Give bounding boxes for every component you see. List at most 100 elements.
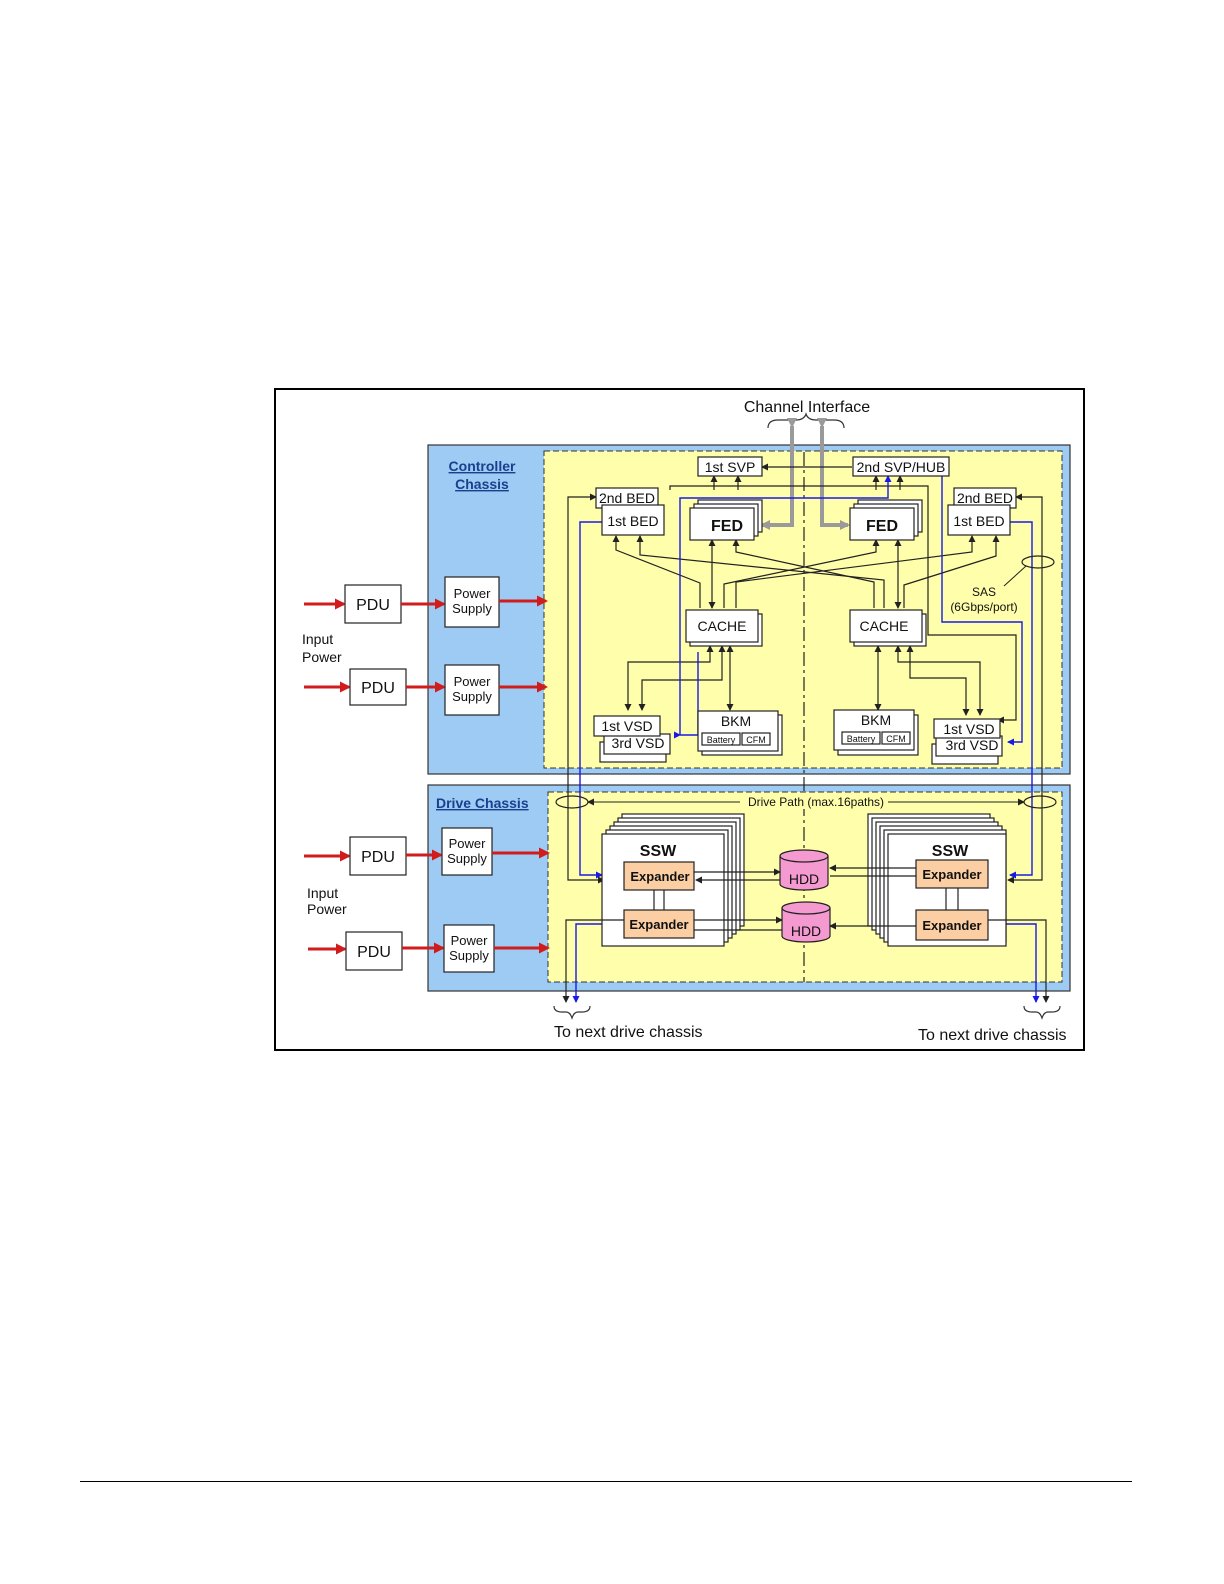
power-supply-label-2: Supply	[449, 948, 489, 963]
cfm-label: CFM	[746, 735, 766, 745]
expander-right-bottom: Expander	[915, 909, 989, 941]
controller-chassis-label-2: Chassis	[455, 476, 509, 492]
svg-text:1st SVP: 1st SVP	[705, 459, 756, 475]
fed-left: FED	[689, 499, 763, 541]
expander-left-bottom: Expander	[623, 909, 695, 939]
storage-architecture-diagram: Channel Interface Controller Chassis Dri…	[302, 399, 1071, 1044]
bkm-right: BKM Battery CFM	[833, 709, 919, 756]
bkm-left: BKM Battery CFM	[697, 710, 783, 756]
input-power-label: Input	[302, 631, 333, 647]
channel-interface-brace	[767, 412, 845, 429]
wire	[612, 535, 701, 608]
svp-2nd-hub: 2nd SVP/HUB	[852, 456, 950, 477]
svg-text:CACHE: CACHE	[859, 618, 908, 634]
battery-label: Battery	[847, 734, 876, 744]
hdd-top: HDD	[779, 849, 829, 891]
svg-text:CACHE: CACHE	[697, 618, 746, 634]
expander-right-top: Expander	[915, 859, 989, 889]
fed-right: FED	[849, 499, 923, 541]
bed-1st-left: 1st BED	[601, 504, 665, 536]
svg-text:HDD: HDD	[789, 871, 819, 887]
power-supply-label-2: Supply	[452, 601, 492, 616]
power-supply-label: Power	[454, 674, 492, 689]
hdd-bottom: HDD	[781, 901, 831, 943]
svg-text:SAS: SAS	[972, 585, 996, 599]
controller-chassis-label: Controller	[449, 458, 516, 474]
input-power-label-2: Power	[307, 901, 347, 917]
svg-text:1st VSD: 1st VSD	[943, 721, 994, 737]
diagram-frame: Channel Interface Controller Chassis Dri…	[274, 388, 1085, 1051]
wire	[1007, 493, 1043, 884]
svg-text:Expander: Expander	[922, 918, 981, 933]
wire	[906, 645, 970, 716]
cache-left: CACHE	[685, 609, 763, 647]
drive-chassis-label: Drive Chassis	[436, 795, 529, 811]
to-next-drive-chassis-left: To next drive chassis	[554, 1024, 703, 1041]
svg-text:FED: FED	[711, 518, 743, 535]
power-drive: PDU Power Supply Input Power PDU Power S…	[304, 827, 550, 973]
input-power-label-2: Power	[302, 649, 342, 665]
controller-wiring	[567, 463, 1043, 884]
next-chassis-links	[553, 919, 1061, 1020]
power-supply-label: Power	[454, 586, 492, 601]
power-supply-label-2: Supply	[447, 851, 487, 866]
power-supply-box	[441, 827, 493, 876]
cfm-label: CFM	[886, 734, 906, 744]
svg-text:1st VSD: 1st VSD	[601, 718, 652, 734]
wire	[679, 475, 892, 735]
hdd-links	[694, 864, 916, 931]
to-next-drive-chassis-right: To next drive chassis	[918, 1027, 1067, 1044]
svg-text:Expander: Expander	[922, 867, 981, 882]
wire	[941, 476, 1023, 746]
power-supply-label: Power	[451, 933, 489, 948]
pdu-label: PDU	[357, 944, 391, 961]
power-controller: PDU Power Supply Input Power PDU Power S…	[302, 576, 548, 716]
svg-text:1st BED: 1st BED	[953, 513, 1004, 529]
wire	[723, 539, 880, 608]
bed-2nd-left: 2nd BED	[595, 487, 659, 509]
wire	[1004, 518, 1033, 879]
svg-text:SSW: SSW	[640, 843, 677, 860]
svg-text:3rd VSD: 3rd VSD	[946, 737, 999, 753]
vsd-left: 3rd VSD 1st VSD	[593, 715, 671, 763]
svg-text:Expander: Expander	[630, 869, 689, 884]
svg-text:Expander: Expander	[629, 917, 688, 932]
wire	[903, 535, 1000, 608]
cache-right: CACHE	[849, 609, 927, 647]
pdu-box	[345, 931, 403, 971]
wire	[638, 645, 726, 711]
channel-link-left	[760, 418, 797, 530]
channel-link-right	[817, 418, 850, 530]
wire	[636, 535, 885, 608]
footer-rule	[80, 1481, 1132, 1482]
svp-1st: 1st SVP	[697, 456, 763, 477]
svg-text:HDD: HDD	[791, 923, 821, 939]
power-supply-box	[443, 924, 495, 973]
svg-text:2nd SVP/HUB: 2nd SVP/HUB	[857, 459, 946, 475]
bed-1st-right: 1st BED	[947, 504, 1011, 536]
input-power-label: Input	[307, 885, 338, 901]
wire	[567, 493, 605, 884]
svg-text:Drive Path (max.16paths): Drive Path (max.16paths)	[748, 795, 884, 809]
power-supply-box	[444, 576, 500, 628]
pdu-label: PDU	[361, 849, 395, 866]
svg-text:1st BED: 1st BED	[607, 513, 658, 529]
pdu-label: PDU	[356, 597, 390, 614]
wire	[669, 485, 1017, 724]
svg-text:2nd BED: 2nd BED	[957, 490, 1013, 506]
svg-text:BKM: BKM	[721, 713, 751, 729]
wire	[994, 923, 1040, 1003]
channel-interface-title: Channel Interface	[744, 399, 870, 416]
power-supply-label-2: Supply	[452, 689, 492, 704]
svg-text:SSW: SSW	[932, 843, 969, 860]
power-supply-box	[444, 664, 500, 716]
svg-text:BKM: BKM	[861, 712, 891, 728]
svg-text:3rd VSD: 3rd VSD	[612, 735, 665, 751]
vsd-right: 3rd VSD 1st VSD	[931, 718, 1003, 765]
battery-label: Battery	[707, 735, 736, 745]
svg-text:(6Gbps/port): (6Gbps/port)	[950, 600, 1017, 614]
power-supply-label: Power	[449, 836, 487, 851]
wire	[579, 518, 608, 879]
svg-text:2nd BED: 2nd BED	[599, 490, 655, 506]
wire	[735, 535, 976, 608]
